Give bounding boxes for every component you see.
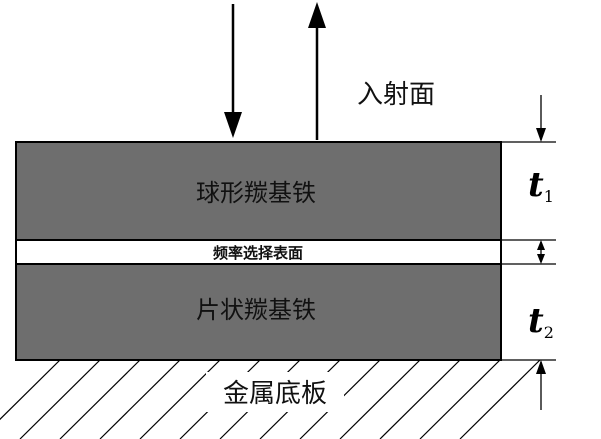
dim-arrow-bottom xyxy=(536,360,546,374)
dim-arrow-fss-bottom xyxy=(537,254,545,264)
flaky-carbonyl-iron-layer xyxy=(15,263,502,361)
layer1-label: 球形羰基铁 xyxy=(196,179,316,207)
dim-arrow-fss-top xyxy=(537,240,545,250)
fss-label: 频率选择表面 xyxy=(213,244,303,262)
substrate-label: 金属底板 xyxy=(223,379,327,409)
spherical-carbonyl-iron-layer xyxy=(15,141,502,241)
incident-wave-arrow xyxy=(224,4,242,138)
incident-surface-label: 入射面 xyxy=(357,80,435,110)
layer2-label: 片状羰基铁 xyxy=(196,296,316,324)
dim-arrow-top xyxy=(536,128,546,142)
reflected-wave-arrow xyxy=(308,2,326,140)
substrate-label-bg xyxy=(206,372,344,412)
t1-label: t1 xyxy=(528,165,554,206)
frequency-selective-surface xyxy=(15,239,502,265)
dimension-lines xyxy=(501,95,556,410)
t2-label: t2 xyxy=(528,301,554,342)
